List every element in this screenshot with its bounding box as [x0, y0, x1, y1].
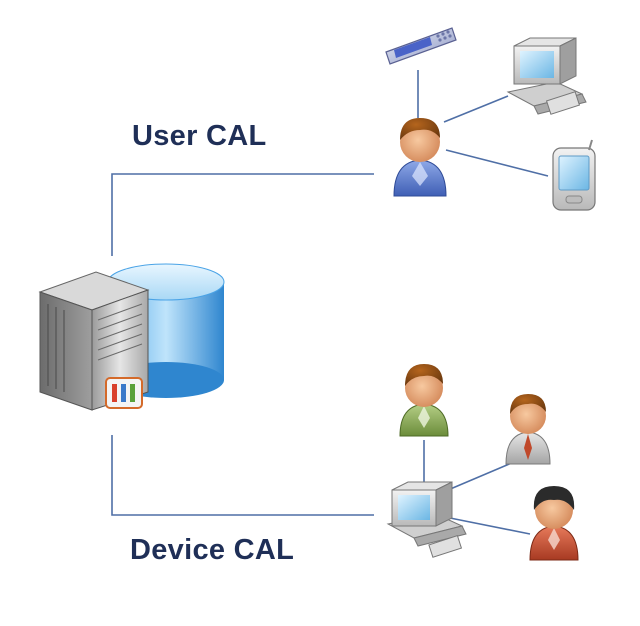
mobile-phone-icon: [385, 27, 457, 65]
user-icon: [393, 118, 447, 197]
user-to-pda-connector: [445, 149, 549, 177]
desktop-computer-icon: [386, 481, 467, 558]
desktop-to-user-c-connector: [449, 517, 531, 535]
user-icon: [529, 486, 579, 561]
pda-icon: [552, 139, 596, 211]
desktop-to-user-b-connector: [447, 461, 515, 491]
server-to-device-connector: [111, 435, 374, 516]
desktop-computer-icon: [506, 37, 587, 115]
server-to-user-connector: [111, 173, 374, 256]
device-cal-label: Device CAL: [130, 534, 295, 566]
user-icon: [505, 394, 551, 465]
server-database-icon: [38, 263, 225, 411]
user-to-desktop-connector: [443, 95, 509, 123]
user-cal-label: User CAL: [132, 120, 267, 152]
user-icon: [399, 364, 449, 437]
connectors: [111, 70, 549, 535]
